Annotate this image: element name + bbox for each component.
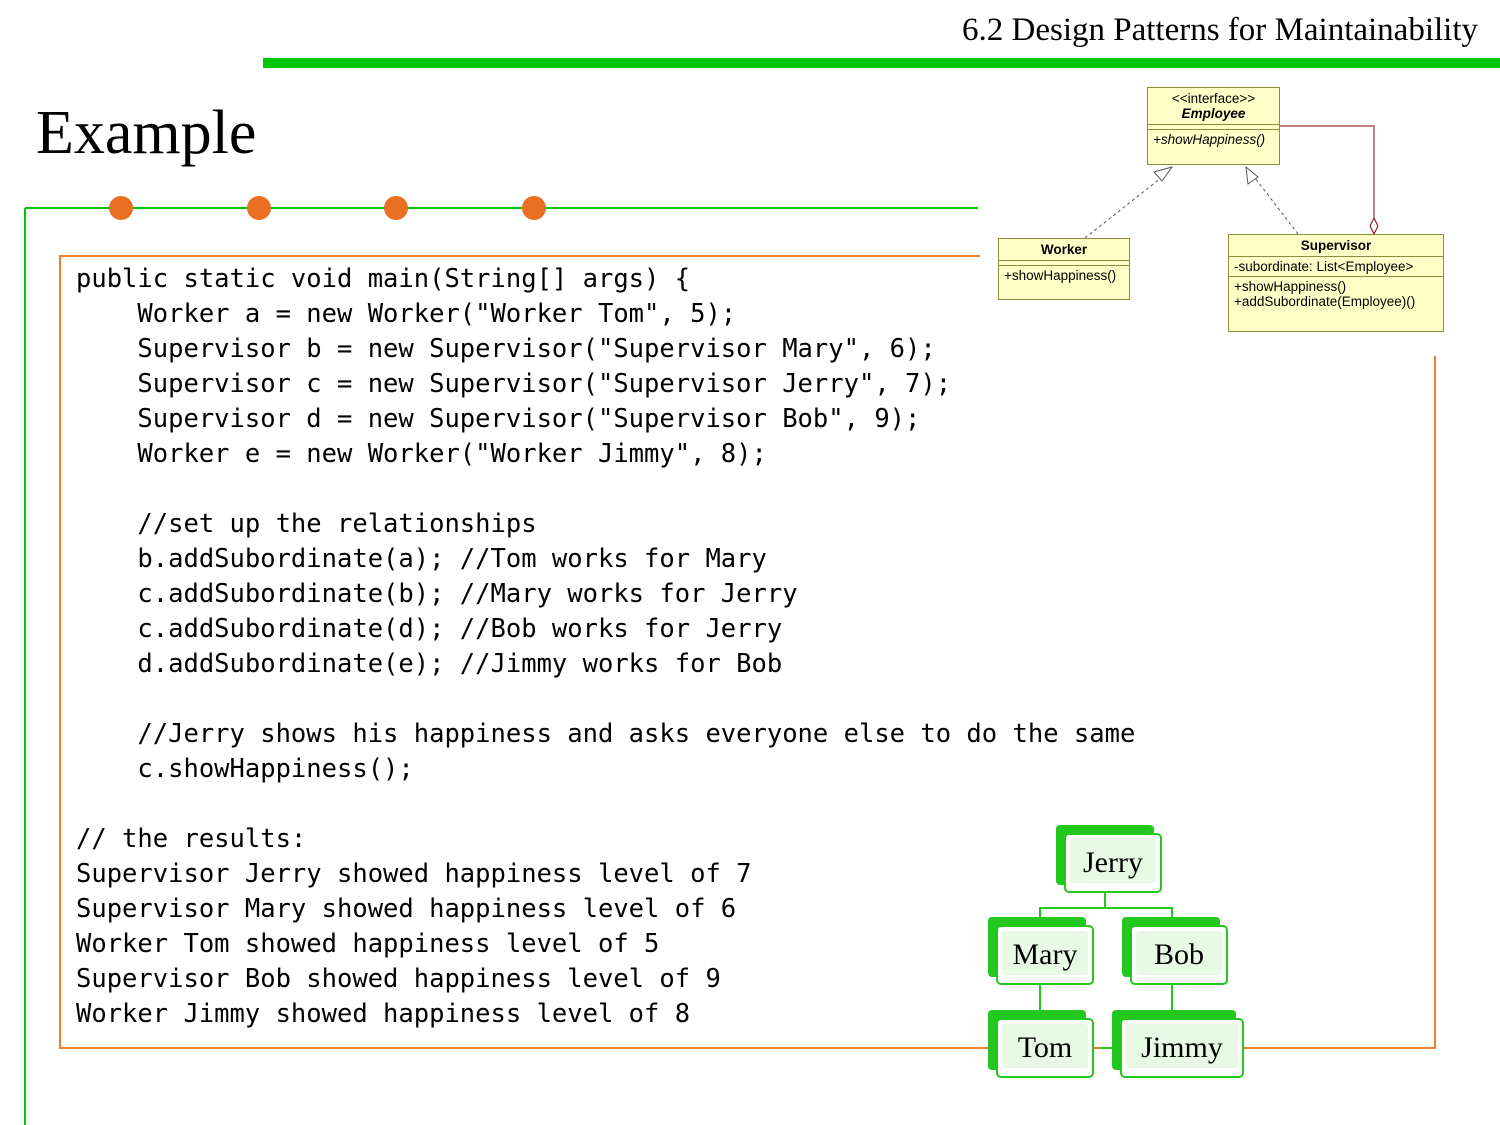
- uml-class-supervisor: Supervisor -subordinate: List<Employee> …: [1228, 234, 1444, 332]
- code-line: Supervisor Bob showed happiness level of…: [76, 964, 721, 994]
- code-line: Worker Jimmy showed happiness level of 8: [76, 999, 691, 1029]
- org-node-label: Jimmy: [1141, 1031, 1223, 1064]
- supervisor-realization-line: [1251, 173, 1299, 235]
- uml-class-worker: Worker +showHappiness(): [998, 238, 1130, 300]
- org-node-label: Tom: [1017, 1031, 1073, 1064]
- uml-worker-attributes: [999, 260, 1129, 265]
- slide-title: Example: [36, 99, 257, 167]
- code-line: Worker Tom showed happiness level of 5: [76, 929, 660, 959]
- code-line: Supervisor d = new Supervisor("Superviso…: [76, 404, 921, 434]
- org-node-label: Bob: [1153, 938, 1204, 971]
- header-title: 6.2 Design Patterns for Maintainability: [962, 12, 1478, 48]
- code-border-orange: [59, 255, 1436, 1049]
- uml-employee-attributes: [1148, 124, 1279, 129]
- bullet-dot: [522, 196, 546, 220]
- aggregation-line: [1280, 125, 1375, 218]
- worker-realization-line: [1084, 173, 1167, 239]
- code-line: c.addSubordinate(b); //Mary works for Je…: [76, 579, 798, 609]
- uml-employee-stereotype: <<interface>>: [1171, 91, 1256, 106]
- code-line: Supervisor Mary showed happiness level o…: [76, 894, 737, 924]
- code-line: Worker a = new Worker("Worker Tom", 5);: [76, 299, 737, 329]
- code-line: Supervisor c = new Supervisor("Superviso…: [76, 369, 952, 399]
- uml-worker-method: +showHappiness(): [999, 265, 1129, 285]
- uml-diagram: <<interface>> Employee +showHappiness() …: [980, 68, 1500, 356]
- uml-worker-name: Worker: [1040, 242, 1088, 257]
- uml-employee-method: +showHappiness(): [1148, 129, 1279, 149]
- uml-class-employee: <<interface>> Employee +showHappiness(): [1147, 87, 1280, 165]
- org-node-label: Jerry: [1083, 846, 1143, 879]
- code-line: c.addSubordinate(d); //Bob works for Jer…: [76, 614, 783, 644]
- code-block: public static void main(String[] args) {…: [76, 262, 1135, 1032]
- header-green-bar: [263, 58, 1500, 68]
- code-line: Worker e = new Worker("Worker Jimmy", 8)…: [76, 439, 767, 469]
- uml-supervisor-name: Supervisor: [1300, 238, 1372, 253]
- code-line: c.showHappiness();: [76, 754, 414, 784]
- bullet-dot: [109, 196, 133, 220]
- code-line: //Jerry shows his happiness and asks eve…: [76, 719, 1136, 749]
- worker-realization-arrowhead: [1153, 166, 1174, 182]
- uml-supervisor-method: +showHappiness(): [1229, 276, 1443, 294]
- supervisor-realization-arrowhead: [1245, 165, 1259, 185]
- uml-supervisor-method: +addSubordinate(Employee)(): [1234, 294, 1416, 309]
- bullet-dot: [247, 196, 271, 220]
- uml-supervisor-attribute: -subordinate: List<Employee>: [1229, 256, 1443, 276]
- bullet-dot: [384, 196, 408, 220]
- code-line: d.addSubordinate(e); //Jimmy works for B…: [76, 649, 783, 679]
- uml-connectors: [1084, 125, 1379, 239]
- code-line: Supervisor b = new Supervisor("Superviso…: [76, 334, 936, 364]
- code-line: //set up the relationships: [76, 509, 537, 539]
- code-line: b.addSubordinate(a); //Tom works for Mar…: [76, 544, 767, 574]
- code-line: Supervisor Jerry showed happiness level …: [76, 859, 752, 889]
- uml-employee-name: Employee: [1181, 106, 1246, 121]
- code-line: // the results:: [76, 824, 307, 854]
- code-line: public static void main(String[] args) {: [76, 264, 691, 294]
- org-node-label: Mary: [1012, 938, 1078, 971]
